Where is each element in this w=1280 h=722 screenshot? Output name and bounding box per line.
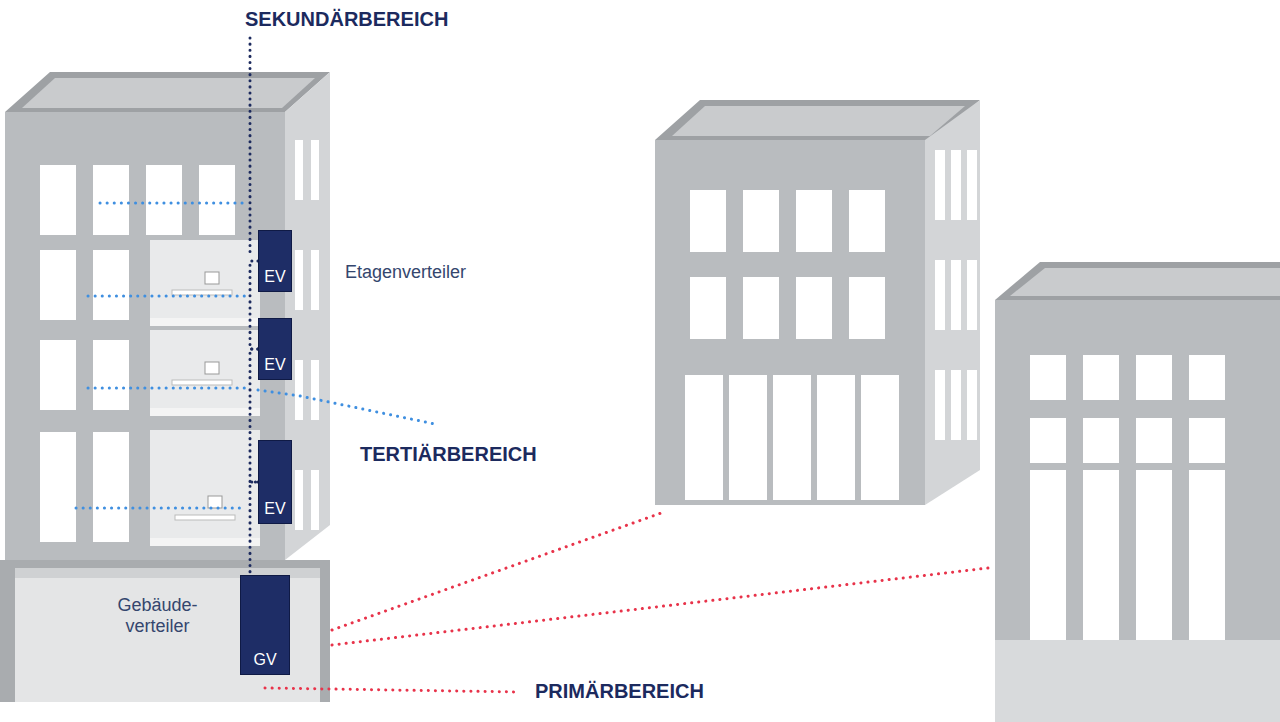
window [1136,355,1172,400]
area-label: SEKUNDÄRBEREICH [245,8,448,31]
window [796,277,832,339]
window [861,375,899,500]
window [935,370,945,440]
distributor-label: Etagenverteiler [345,262,466,283]
window [951,150,961,220]
window [1136,418,1172,463]
window [951,370,961,440]
window [146,165,182,235]
backbone-cable [250,482,258,575]
window [951,260,961,330]
window [199,165,235,235]
window [1083,355,1119,400]
window [685,375,723,500]
window [967,370,977,440]
distributor-cabinet: GV [240,575,290,675]
window [1030,470,1066,640]
window [1083,470,1119,640]
window [311,470,319,530]
area-label: PRIMÄRBEREICH [535,680,704,703]
window [849,277,885,339]
window [935,260,945,330]
window [1189,418,1225,463]
window [773,375,811,500]
window [311,360,319,420]
window [311,140,319,200]
cabinet-code: EV [261,268,288,291]
window [1189,355,1225,400]
building-right [995,262,1280,722]
building-middle [655,100,980,505]
window [295,140,303,200]
window [295,250,303,310]
window [1030,418,1066,463]
window [93,432,129,542]
distributor-cabinet: EV [258,318,292,380]
window-grid [40,140,1225,640]
window [93,250,129,320]
window [311,250,319,310]
primary-cabling [265,512,988,692]
window [1189,470,1225,640]
building-left [0,72,330,702]
window [743,190,779,252]
window [93,340,129,410]
window [40,165,76,235]
window [40,340,76,410]
secondary-backbone [249,38,252,256]
window [40,432,76,542]
window [295,470,303,530]
window [743,277,779,339]
backbone-cable [250,349,258,482]
window [690,190,726,252]
window [849,190,885,252]
window [93,165,129,235]
backbone-cable [250,261,258,349]
distributor-cabinet: EV [258,440,292,524]
window [967,260,977,330]
cabinet-code: GV [250,651,279,674]
window [729,375,767,500]
distributor-cabinet: EV [258,230,292,292]
window [817,375,855,500]
window [796,190,832,252]
window [690,277,726,339]
cabinet-code: EV [261,356,288,379]
window [1083,418,1119,463]
cabinet-code: EV [261,500,288,523]
distributor-label: Gebäude- verteiler [100,595,215,637]
window [1030,355,1066,400]
window [967,150,977,220]
window [40,250,76,320]
window [1136,470,1172,640]
area-label: TERTIÄRBEREICH [360,443,537,466]
window [295,360,303,420]
window [935,150,945,220]
